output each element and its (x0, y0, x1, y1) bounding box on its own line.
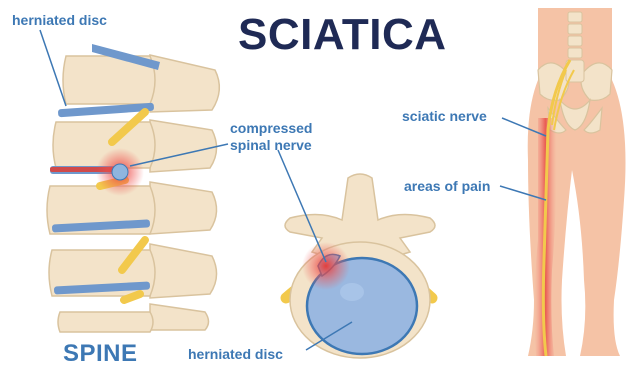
page-title: SCIATICA (238, 10, 447, 60)
herniated-disc-label-bottom: herniated disc (188, 346, 283, 363)
compressed-label-line1: compressed (230, 120, 312, 137)
herniated-disc-label-top: herniated disc (12, 12, 107, 29)
legs-diagram (528, 8, 626, 356)
spine-diagram (47, 44, 219, 332)
compressed-label-line2: spinal nerve (230, 137, 312, 154)
vertebra-cross-section (285, 174, 435, 358)
sciatic-nerve-label: sciatic nerve (402, 108, 487, 125)
areas-of-pain-label: areas of pain (404, 178, 490, 195)
compressed-spinal-nerve-label: compressed spinal nerve (230, 120, 312, 154)
spine-label: SPINE (63, 341, 138, 367)
